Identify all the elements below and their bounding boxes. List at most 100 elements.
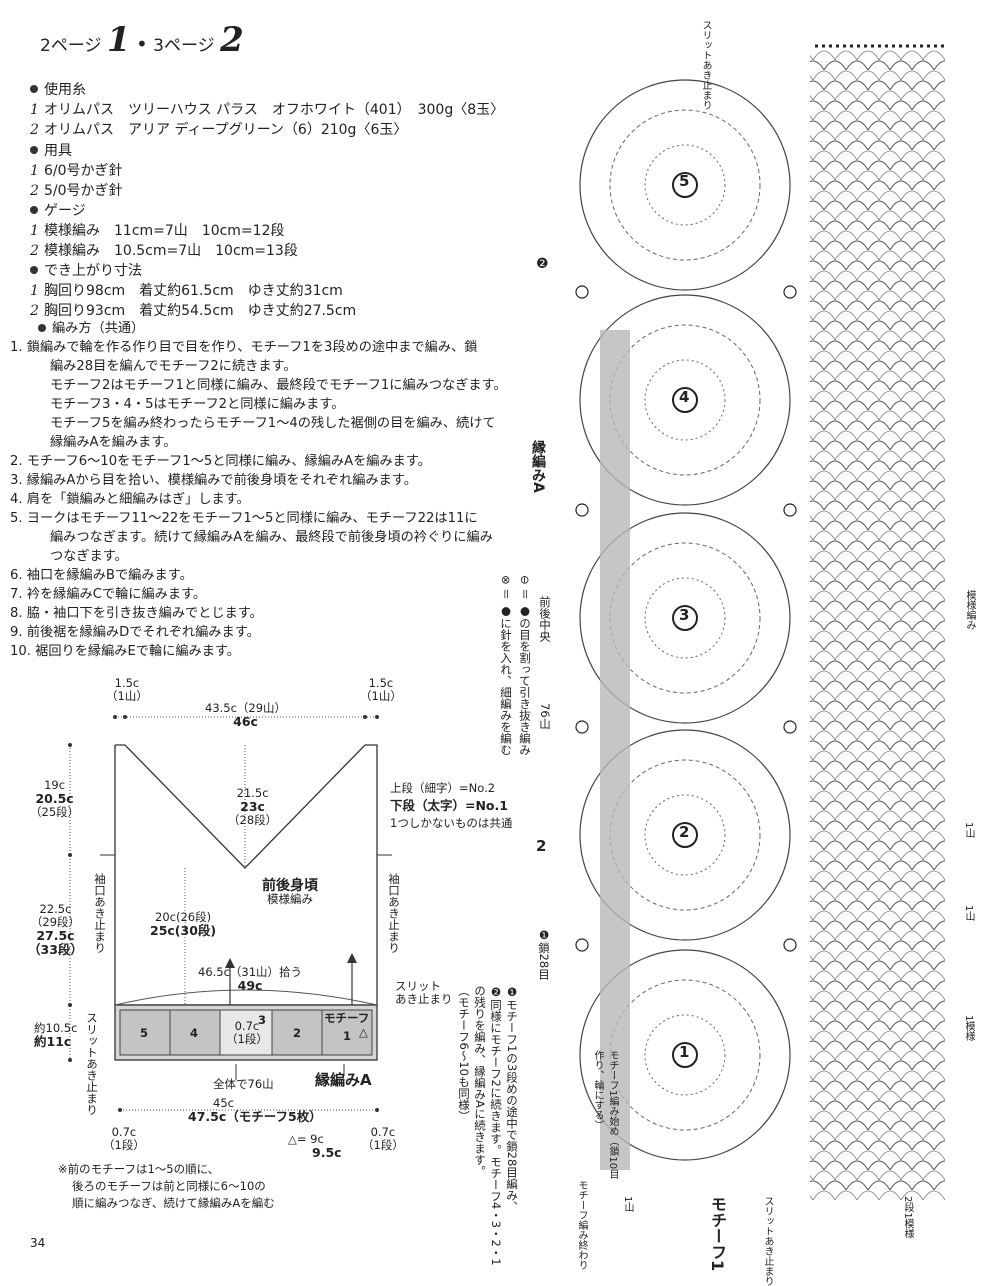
pattern-number-1: 1 [106,20,131,60]
method-section: 編み方（共通） 1. 鎖編みで輪を作る作り目で目を作り、モチーフ1を3段めの途中… [10,319,507,661]
dim-dot [123,715,127,719]
dim-dot [68,743,72,747]
triangle-mark: △ [359,1025,368,1039]
gauge-title: ゲージ [44,203,86,219]
chart-motif-1: 1 [679,1043,690,1061]
tools-title: 用具 [44,143,72,159]
chart-instr-4: （モチーフ6〜10も同様） [457,985,471,1122]
page-header: 2ページ 1 • 3ページ 2 [40,20,244,60]
chart-dan: 2段1模様 [902,1196,913,1239]
chart-symbol-2: ⊗ ＝ ●に針を入れ、細編みを編む [499,575,513,756]
edge-a-label: 縁編みA [315,1071,372,1089]
step-9: 9. 前後裾を縁編みDでそれぞれ編みます。 [10,625,260,640]
page-number: 34 [30,1236,46,1250]
step-8: 8. 脇・袖口下を引き抜き編みでとじます。 [10,606,263,621]
step-1-sub: モチーフ2はモチーフ1と同様に編み、最終段でモチーフ1に編みつなぎます。 [50,378,507,393]
motif-label: モチーフ [324,1011,370,1025]
chart-instr-2: ❷同様にモチーフ2に続きます。モチーフ4・3・2・1 [489,985,503,1266]
body-title: 前後身頃模様編み [262,878,318,906]
step-1: 1. 鎖編みで輪を作る作り目で目を作り、モチーフ1を3段めの途中まで編み、鎖 [10,340,478,355]
step-1-sub: 縁編みAを編みます。 [50,435,177,450]
yarn-title: 使用糸 [44,82,86,98]
chart-motif-5: 5 [679,172,690,190]
motif-3-chart [579,512,791,724]
dim-dot [68,1003,72,1007]
motif-2-chart [579,729,791,941]
step-3: 3. 縁編みAから目を拾い、模様編みで前後身頃をそれぞれ編みます。 [10,473,417,488]
chart-edge-a: 縁編みA [530,440,546,493]
dim-dot [363,715,367,719]
bullet-icon [30,85,38,93]
bullet-icon [30,206,38,214]
motif-3-cell [219,1009,273,1056]
total-count: 全体で76山 [213,1077,274,1091]
bullet-icon [38,324,46,332]
dim-dot [113,715,117,719]
chart-center: 前後中央 [538,596,552,642]
slit-left: スリットあき止まり [85,1012,99,1116]
motif-1-chart [579,949,791,1161]
chart-pattern-label: 模様編み [964,590,975,630]
chart-moyo: 1模様 [963,1015,974,1042]
pattern-number-2: 2 [220,20,244,60]
dim-bottom-left: 0.7c（1段） [103,1125,145,1152]
chart-yama-1: 1山 [963,822,974,839]
chart-end: モチーフ編み終わり [576,1180,587,1270]
step-10: 10. 裾回りを縁編みEで輪に編みます。 [10,644,240,659]
dim-dot [68,1058,72,1062]
method-title: 編み方（共通） [52,321,145,336]
mesh-pattern [810,50,945,1200]
step-5-cont: つなぎます。 [50,549,128,564]
chart-bottom-slit: スリットあき止まり [762,1196,773,1286]
sleeve-open-left: 袖口あき止まり [93,873,107,954]
step-6: 6. 袖口を縁編みBで編みます。 [10,568,193,583]
edge-band-shading [600,330,630,1170]
motif-4: 4 [190,1026,199,1040]
step-1-cont: 編み28目を編んでモチーフ2に続きます。 [50,359,297,374]
motif-1: 1 [343,1029,352,1043]
page-ref-1: 2ページ [40,36,102,56]
crochet-chart [575,44,945,1200]
sleeve-open-right: 袖口あき止まり [387,873,401,954]
chart-top-slit: スリットあき止まり [700,20,711,110]
dim-inner: 20c(26段)25c(30段) [150,910,217,938]
slit-right: スリット あき止まり [395,979,453,1006]
chart-instr-3: の残りを編み、縁編みAに続きます。 [473,985,487,1177]
chart-yama-bottom: 1山 [622,1196,633,1213]
dim-dot [68,853,72,857]
bullet-icon [30,266,38,274]
step-1-sub: モチーフ5を編み終わったらモチーフ1〜4の残した裾側の目を編み、続けて [50,416,496,431]
arrow-head [347,953,357,963]
chart-count-76: 76山 [538,703,552,730]
page-ref-2: 3ページ [153,36,215,56]
size-title: でき上がり寸法 [44,263,142,279]
chart-yama-2: 1山 [963,905,974,922]
pickup-arc [114,989,378,1006]
motif-2: 2 [293,1026,302,1040]
step-5: 5. ヨークはモチーフ11〜22をモチーフ1〜5と同様に編み、モチーフ22は11… [10,511,478,526]
chart-motif-1-label: モチーフ1 [708,1196,727,1272]
step-1-sub: モチーフ3・4・5はモチーフ2と同様に編みます。 [50,397,345,412]
bullet-icon [30,146,38,154]
chart-instr-1: ❶モチーフ1の3段めの途中で鎖28目編み、 [505,985,519,1213]
chart-num-2: 2 [536,837,547,855]
step-2: 2. モチーフ6〜10をモチーフ1〜5と同様に編み、縁編みAを編みます。 [10,454,431,469]
